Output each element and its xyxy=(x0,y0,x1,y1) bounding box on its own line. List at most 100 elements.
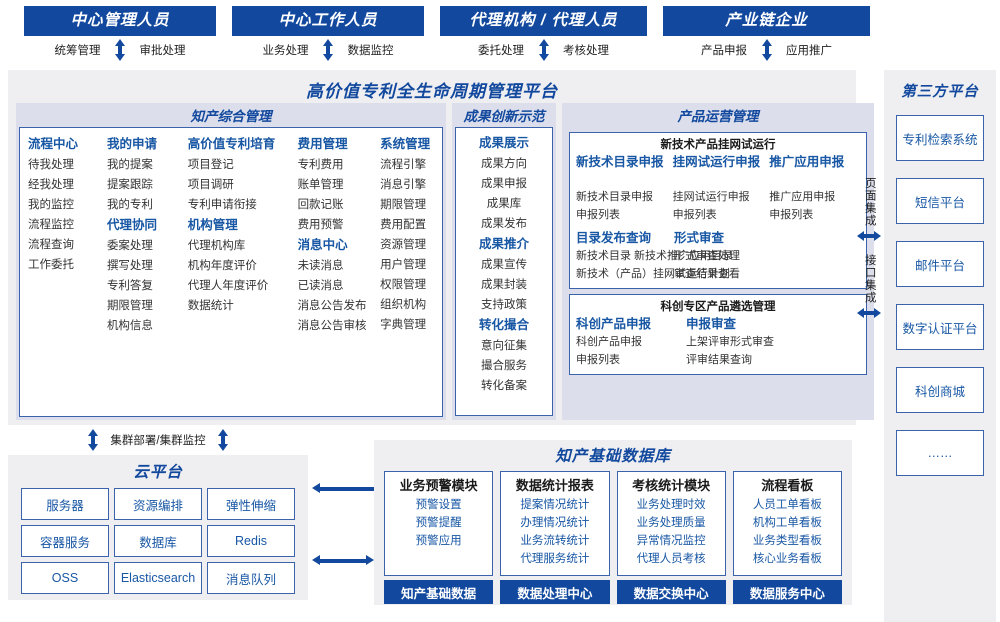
menu-item[interactable]: 期限管理 xyxy=(380,199,427,211)
menu-item[interactable]: 权限管理 xyxy=(380,279,427,291)
menu-item[interactable]: 机构信息 xyxy=(106,320,153,332)
menu-item[interactable]: 上架评审形式审查 xyxy=(686,336,774,348)
menu-item[interactable]: 消息公告审核 xyxy=(297,320,367,332)
menu-item[interactable]: 撮合服务 xyxy=(481,360,527,372)
menu-item[interactable]: 预警提醒 xyxy=(415,517,462,529)
menu-item[interactable]: 成果宣传 xyxy=(481,259,527,271)
database-footer-button[interactable]: 数据交换中心 xyxy=(616,580,726,604)
menu-item[interactable]: 新技术目录 新技术推广应用目录 xyxy=(576,250,734,262)
menu-item[interactable]: 代理服务统计 xyxy=(520,553,590,565)
menu-item[interactable]: 回款记账 xyxy=(297,199,344,211)
menu-item[interactable]: 工作委托 xyxy=(28,259,74,271)
menu-item[interactable]: 消息引擎 xyxy=(380,179,427,191)
menu-item[interactable]: 成果库 xyxy=(486,198,522,210)
menu-item[interactable]: 待我处理 xyxy=(28,159,74,171)
menu-item[interactable]: 人员工单看板 xyxy=(752,499,822,511)
menu-item[interactable]: 专利申请衔接 xyxy=(187,199,257,211)
menu-item[interactable]: 业务处理质量 xyxy=(636,517,706,529)
menu-item[interactable]: 费用预警 xyxy=(297,219,344,231)
third-party-item-6[interactable]: …… xyxy=(896,430,984,476)
third-party-item-5[interactable]: 科创商城 xyxy=(896,367,984,413)
cloud-cell-8[interactable]: Elasticsearch xyxy=(114,562,202,594)
menu-item[interactable]: 新技术（产品）挂网试运行计划 xyxy=(576,268,730,280)
menu-item[interactable]: 项目登记 xyxy=(187,159,234,171)
menu-item[interactable]: 消息公告发布 xyxy=(297,300,367,312)
menu-item[interactable]: 成果封装 xyxy=(481,279,527,291)
menu-item[interactable]: 审查结果查看 xyxy=(674,268,740,280)
menu-item[interactable]: 机构年度评价 xyxy=(187,260,257,272)
menu-item[interactable]: 未读消息 xyxy=(297,260,344,272)
menu-item[interactable]: 形式审查处理 xyxy=(674,250,740,262)
menu-item[interactable]: 推广应用申报 xyxy=(769,191,836,203)
menu-item[interactable]: 专利答复 xyxy=(106,280,153,292)
cloud-cell-3[interactable]: 弹性伸缩 xyxy=(207,488,295,520)
menu-item[interactable]: 撰写处理 xyxy=(106,260,153,272)
menu-item[interactable]: 业务类型看板 xyxy=(752,535,822,547)
product-box-1: 新技术产品挂网试运行新技术目录申报新技术目录申报申报列表挂网试运行申报挂网试运行… xyxy=(569,132,867,289)
menu-item[interactable]: 我的专利 xyxy=(106,199,153,211)
menu-item[interactable]: 意向征集 xyxy=(481,340,527,352)
third-party-item-2[interactable]: 短信平台 xyxy=(896,178,984,224)
menu-item[interactable]: 业务流转统计 xyxy=(520,535,590,547)
menu-item[interactable]: 提案跟踪 xyxy=(106,179,153,191)
menu-item[interactable]: 业务处理时效 xyxy=(636,499,706,511)
menu-item[interactable]: 挂网试运行申报 xyxy=(672,191,750,203)
third-party-item-1[interactable]: 专利检索系统 xyxy=(896,115,984,161)
menu-item[interactable]: 申报列表 xyxy=(769,209,814,221)
third-party-item-3[interactable]: 邮件平台 xyxy=(896,241,984,287)
menu-item[interactable]: 我的提案 xyxy=(106,159,153,171)
menu-item[interactable]: 机构工单看板 xyxy=(752,517,822,529)
menu-item[interactable]: 期限管理 xyxy=(106,300,153,312)
menu-item[interactable]: 流程引擎 xyxy=(380,159,427,171)
menu-item[interactable]: 用户管理 xyxy=(380,259,427,271)
menu-item[interactable]: 委案处理 xyxy=(106,240,153,252)
database-column-4: 流程看板人员工单看板机构工单看板业务类型看板核心业务看板数据服务中心 xyxy=(732,471,842,604)
database-footer-button[interactable]: 数据处理中心 xyxy=(500,580,610,604)
menu-item[interactable]: 预警应用 xyxy=(415,535,462,547)
menu-item[interactable]: 转化备案 xyxy=(481,380,527,392)
menu-item[interactable]: 代理人员考核 xyxy=(636,553,706,565)
cloud-cell-9[interactable]: 消息队列 xyxy=(207,562,295,594)
menu-item[interactable]: 专利费用 xyxy=(297,159,344,171)
menu-item[interactable]: 已读消息 xyxy=(297,280,344,292)
menu-item[interactable]: 资源管理 xyxy=(380,239,427,251)
cloud-cell-4[interactable]: 容器服务 xyxy=(21,525,109,557)
cloud-cell-6[interactable]: Redis xyxy=(207,525,295,557)
cloud-cell-1[interactable]: 服务器 xyxy=(21,488,109,520)
menu-item[interactable]: 办理情况统计 xyxy=(520,517,590,529)
menu-item[interactable]: 提案情况统计 xyxy=(520,499,590,511)
database-footer-button[interactable]: 知产基础数据 xyxy=(384,580,494,604)
menu-item[interactable]: 组织机构 xyxy=(380,299,427,311)
menu-item[interactable]: 异常情况监控 xyxy=(636,535,706,547)
menu-item[interactable]: 数据统计 xyxy=(187,300,234,312)
menu-item[interactable]: 成果方向 xyxy=(481,158,527,170)
cloud-cell-7[interactable]: OSS xyxy=(21,562,109,594)
integration-label: 接口集成 xyxy=(863,253,876,304)
menu-item[interactable]: 申报列表 xyxy=(576,354,620,366)
menu-item[interactable]: 预警设置 xyxy=(415,499,462,511)
menu-item[interactable]: 核心业务看板 xyxy=(752,553,822,565)
menu-item[interactable]: 评审结果查询 xyxy=(686,354,752,366)
third-party-item-4[interactable]: 数字认证平台 xyxy=(896,304,984,350)
cloud-cell-5[interactable]: 数据库 xyxy=(114,525,202,557)
menu-item[interactable]: 支持政策 xyxy=(481,299,527,311)
menu-item[interactable]: 项目调研 xyxy=(187,179,234,191)
menu-item[interactable]: 申报列表 xyxy=(672,209,717,221)
menu-item[interactable]: 经我处理 xyxy=(28,179,74,191)
menu-item[interactable]: 申报列表 xyxy=(576,209,620,221)
menu-item[interactable]: 成果发布 xyxy=(481,218,527,230)
menu-item[interactable]: 字典管理 xyxy=(380,319,427,331)
menu-item[interactable]: 流程查询 xyxy=(28,239,74,251)
panel-ip-header: 知产综合管理 xyxy=(190,109,272,124)
menu-item[interactable]: 科创产品申报 xyxy=(576,336,642,348)
database-footer-button[interactable]: 数据服务中心 xyxy=(732,580,842,604)
cloud-cell-2[interactable]: 资源编排 xyxy=(114,488,202,520)
menu-item[interactable]: 新技术目录申报 xyxy=(576,191,653,203)
menu-item[interactable]: 流程监控 xyxy=(28,219,74,231)
menu-item[interactable]: 我的监控 xyxy=(28,199,74,211)
menu-item[interactable]: 代理人年度评价 xyxy=(187,280,269,292)
menu-item[interactable]: 代理机构库 xyxy=(187,240,246,252)
menu-item[interactable]: 成果申报 xyxy=(481,178,527,190)
menu-item[interactable]: 费用配置 xyxy=(380,219,427,231)
menu-item[interactable]: 账单管理 xyxy=(297,179,344,191)
